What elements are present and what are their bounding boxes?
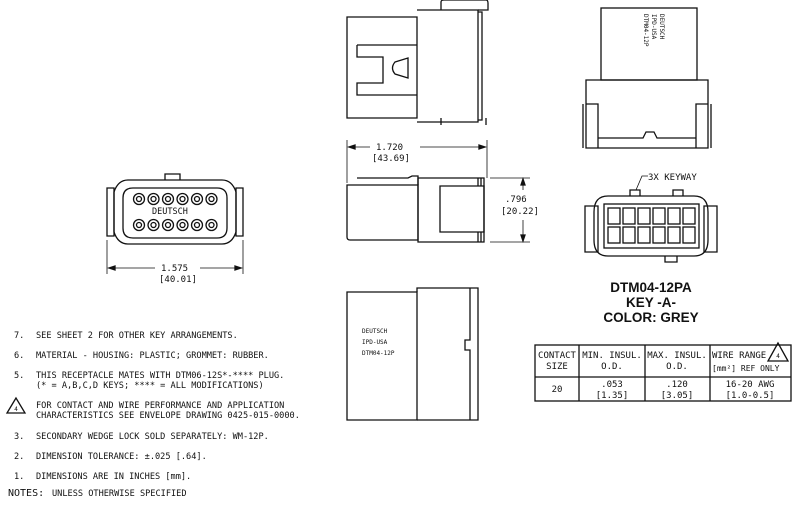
height-dim-in: .796 bbox=[505, 195, 527, 205]
contact-cavity bbox=[176, 192, 189, 206]
contact-cavity bbox=[147, 192, 160, 206]
td-min-in: .053 bbox=[601, 380, 623, 390]
length-dim-mm: [43.69] bbox=[372, 154, 410, 164]
note-4-flag-icon bbox=[766, 341, 790, 362]
contact-cavity bbox=[132, 192, 146, 206]
note-5-line-1: THIS RECEPTACLE MATES WITH DTM06-12S*-**… bbox=[36, 371, 284, 381]
note-4-flag-icon bbox=[5, 396, 27, 414]
th-wire-2: [mm²] REF ONLY bbox=[712, 364, 780, 373]
td-size: 20 bbox=[552, 385, 563, 395]
contact-cavity bbox=[205, 218, 218, 232]
contact-cavity bbox=[193, 195, 201, 203]
note-4-line-1: FOR CONTACT AND WIRE PERFORMANCE AND APP… bbox=[36, 401, 284, 411]
td-wire-awg: 16-20 AWG bbox=[726, 380, 775, 390]
keyway-view: 3X KEYWAY bbox=[584, 173, 718, 263]
note-4-line-2: CHARACTERISTICS SEE ENVELOPE DRAWING 042… bbox=[36, 411, 300, 421]
th-max-1: MAX. INSUL. bbox=[647, 351, 707, 361]
side-label-line-1: DEUTSCH bbox=[362, 328, 388, 335]
contact-cavity bbox=[161, 192, 175, 206]
contact-cavity bbox=[135, 221, 143, 229]
th-contact-1: CONTACT bbox=[538, 351, 577, 361]
note-7-num: 7. bbox=[14, 331, 24, 341]
note-6-num: 6. bbox=[14, 351, 24, 361]
note-3: SECONDARY WEDGE LOCK SOLD SEPARATELY: WM… bbox=[36, 432, 269, 442]
contact-cavity bbox=[667, 207, 681, 225]
contact-cavity bbox=[132, 218, 146, 232]
part-number: DTM04-12PA bbox=[610, 280, 692, 295]
contact-cavity bbox=[667, 226, 681, 244]
side-label-line-2: IPD-USA bbox=[362, 339, 388, 346]
contact-cavity bbox=[637, 226, 651, 244]
th-max-2: O.D. bbox=[666, 362, 688, 372]
contact-cavity bbox=[179, 195, 186, 203]
contact-cavity bbox=[682, 226, 696, 244]
td-min-mm: [1.35] bbox=[596, 391, 629, 401]
contact-cavity bbox=[164, 221, 172, 229]
td-max-in: .120 bbox=[666, 380, 688, 390]
contact-cavity bbox=[208, 195, 215, 203]
note-5-num: 5. bbox=[14, 371, 24, 381]
contact-cavity bbox=[652, 226, 666, 244]
top-label-line-3: DTM04-12P bbox=[642, 14, 649, 47]
contact-cavity bbox=[161, 218, 175, 232]
notes: 7. SEE SHEET 2 FOR OTHER KEY ARRANGEMENT… bbox=[5, 331, 300, 499]
length-dim-in: 1.720 bbox=[376, 143, 403, 153]
top-view bbox=[346, 0, 489, 125]
note-3-num: 3. bbox=[14, 432, 24, 442]
td-max-mm: [3.05] bbox=[661, 391, 694, 401]
part-key: KEY -A- bbox=[626, 295, 676, 310]
contact-cavity bbox=[637, 207, 651, 225]
note-2-num: 2. bbox=[14, 452, 24, 462]
contact-cavity bbox=[179, 221, 186, 229]
note-4-num: 4 bbox=[14, 406, 18, 413]
note-5-line-2: (* = A,B,C,D KEYS; **** = ALL MODIFICATI… bbox=[36, 381, 264, 391]
note-1-num: 1. bbox=[14, 472, 24, 482]
width-dim-mm: [40.01] bbox=[159, 275, 197, 285]
contact-cavity bbox=[682, 207, 696, 225]
width-dim-in: 1.575 bbox=[161, 264, 188, 274]
contact-cavity bbox=[622, 207, 636, 225]
contact-cavity bbox=[147, 218, 160, 232]
top-label-line-1: DEUTSCH bbox=[658, 14, 665, 40]
contact-cavity bbox=[190, 192, 204, 206]
side-view: 1.720 [43.69] .796 [20.22] bbox=[346, 140, 539, 244]
note-2: DIMENSION TOLERANCE: ±.025 [.64]. bbox=[36, 452, 207, 462]
part-title: DTM04-12PA KEY -A- COLOR: GREY bbox=[603, 280, 698, 325]
td-wire-mm: [1.0-0.5] bbox=[726, 391, 775, 401]
contact-cavity bbox=[205, 192, 218, 206]
contact-cavity bbox=[150, 195, 157, 203]
part-color: COLOR: GREY bbox=[603, 310, 698, 325]
th-wire-1: WIRE RANGE bbox=[712, 351, 766, 361]
th-flag: 4 bbox=[776, 353, 780, 360]
contact-cavity bbox=[190, 218, 204, 232]
contact-cavity bbox=[150, 221, 157, 229]
front-brand: DEUTSCH bbox=[152, 207, 188, 217]
notes-heading: NOTES: bbox=[8, 488, 44, 499]
th-contact-2: SIZE bbox=[546, 362, 568, 372]
height-dim-mm: [20.22] bbox=[501, 207, 539, 217]
note-6: MATERIAL - HOUSING: PLASTIC; GROMMET: RU… bbox=[36, 351, 269, 361]
notes-heading-suffix: UNLESS OTHERWISE SPECIFIED bbox=[52, 489, 187, 499]
top-right-view: DEUTSCH IPD-USA DTM04-12P bbox=[582, 7, 712, 149]
contact-cavity bbox=[176, 218, 189, 232]
contact-spec-table: CONTACT SIZE MIN. INSUL. O.D. MAX. INSUL… bbox=[534, 341, 792, 402]
contact-cavity bbox=[208, 221, 215, 229]
side-label-line-3: DTM04-12P bbox=[362, 350, 395, 357]
contact-cavity bbox=[607, 207, 621, 225]
contact-cavity bbox=[622, 226, 636, 244]
note-7: SEE SHEET 2 FOR OTHER KEY ARRANGEMENTS. bbox=[36, 331, 238, 341]
contact-cavity bbox=[607, 226, 621, 244]
contact-cavity bbox=[193, 221, 201, 229]
th-min-2: O.D. bbox=[601, 362, 623, 372]
note-1: DIMENSIONS ARE IN INCHES [mm]. bbox=[36, 472, 191, 482]
top-label-line-2: IPD-USA bbox=[650, 14, 657, 40]
keyway-label: 3X KEYWAY bbox=[648, 173, 697, 183]
front-view: DEUTSCH 1.575 [40.01] bbox=[106, 173, 244, 285]
bottom-view: DEUTSCH IPD-USA DTM04-12P bbox=[346, 287, 479, 421]
contact-cavity bbox=[135, 195, 143, 203]
contact-cavity bbox=[164, 195, 172, 203]
th-min-1: MIN. INSUL. bbox=[582, 351, 642, 361]
contact-cavity bbox=[652, 207, 666, 225]
